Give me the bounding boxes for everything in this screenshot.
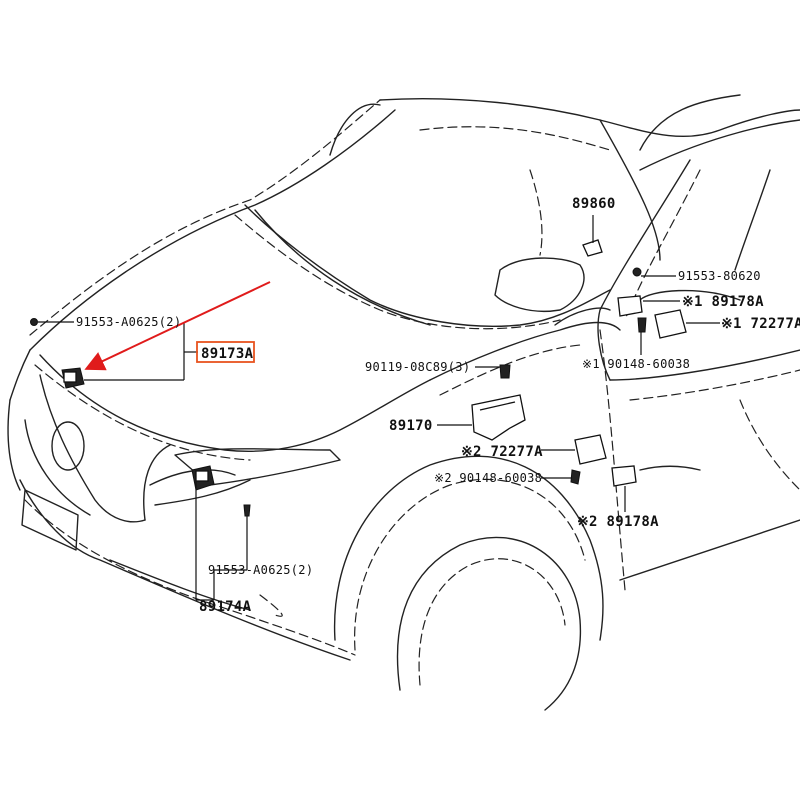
sensor-icon[interactable] <box>617 295 643 317</box>
bracket-icon[interactable] <box>471 394 526 441</box>
label-90148-60038-1[interactable]: ※1 90148-60038 <box>582 357 690 371</box>
label-89178a-2[interactable]: ※2 89178A <box>577 514 659 530</box>
label-89170[interactable]: 89170 <box>389 418 433 434</box>
label-72277a-1[interactable]: ※1 72277A <box>721 316 800 332</box>
bracket-icon[interactable] <box>574 434 607 465</box>
label-89173a[interactable]: 89173A <box>201 346 254 362</box>
clip-icon[interactable] <box>632 267 642 277</box>
label-91553-a0625-lower[interactable]: 91553-A0625(2) <box>208 563 313 577</box>
sensor-icon[interactable] <box>191 465 215 491</box>
highlight-box <box>196 341 255 363</box>
bolt-icon[interactable] <box>570 469 581 485</box>
sensor-icon[interactable] <box>611 465 637 487</box>
label-89178a-1[interactable]: ※1 89178A <box>682 294 764 310</box>
sensor-icon[interactable] <box>61 367 85 389</box>
highlight-arrow <box>84 281 271 371</box>
label-90148-60038-2[interactable]: ※2 90148-60038 <box>434 471 542 485</box>
label-90119-08c89[interactable]: 90119-08C89(3) <box>365 360 470 374</box>
label-72277a-2[interactable]: ※2 72277A <box>461 444 543 460</box>
bolt-icon[interactable] <box>499 364 511 379</box>
label-91553-a0625-left[interactable]: 91553-A0625(2) <box>76 315 181 329</box>
label-89174a[interactable]: 89174A <box>199 599 252 615</box>
bolt-icon[interactable] <box>637 317 647 333</box>
bracket-icon[interactable] <box>654 309 687 339</box>
label-89860[interactable]: 89860 <box>572 196 616 212</box>
label-91553-80620[interactable]: 91553-80620 <box>678 269 761 283</box>
clip-icon[interactable] <box>243 504 251 517</box>
car-body-outline <box>7 94 800 711</box>
clip-icon[interactable] <box>30 318 38 326</box>
leader-lines <box>38 215 720 601</box>
